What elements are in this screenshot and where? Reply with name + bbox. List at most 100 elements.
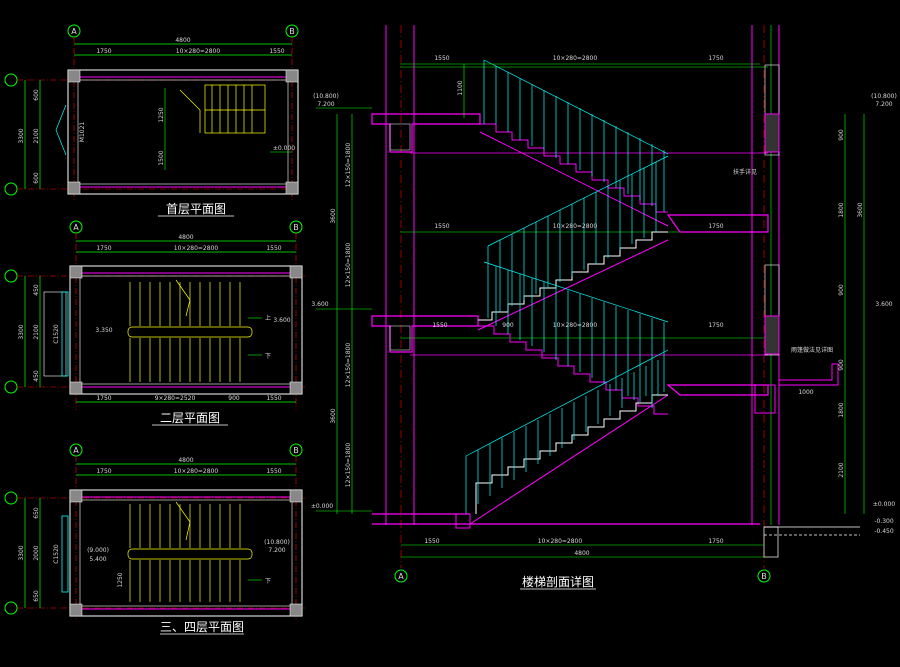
level-a: 3.350 bbox=[95, 327, 112, 334]
left-height-2: 12×150=1800 bbox=[345, 243, 352, 288]
level-b: (10.800) bbox=[264, 539, 290, 546]
right-height-2: 1800 bbox=[838, 202, 845, 217]
flight-dim-low-4: 1750 bbox=[708, 322, 723, 329]
flight-dim-mid-1: 1550 bbox=[434, 223, 449, 230]
axis-label-a: A bbox=[71, 27, 77, 36]
dim-seg-3: 1550 bbox=[266, 245, 281, 252]
dim-bot-4: 1550 bbox=[266, 395, 281, 402]
first-plan-title: 首层平面图 bbox=[166, 202, 226, 216]
window-label: C1520 bbox=[53, 324, 60, 344]
level-note: ±0.000 bbox=[273, 145, 295, 152]
level-b: 3.600 bbox=[273, 317, 290, 324]
left-total-bot: 3600 bbox=[330, 408, 337, 423]
axis-bubble-a bbox=[394, 569, 408, 583]
right-height-3: 900 bbox=[838, 284, 845, 296]
axis-bubble-1 bbox=[4, 491, 18, 505]
door-label: M1021 bbox=[79, 122, 86, 143]
axis-label-a: A bbox=[73, 446, 79, 455]
right-level-3: 3.600 bbox=[875, 301, 892, 308]
level-b2: 7.200 bbox=[268, 547, 285, 554]
dim-seg-1: 1750 bbox=[96, 245, 111, 252]
flight-dim-mid-3: 1750 bbox=[708, 223, 723, 230]
flight-dim-top-1: 1550 bbox=[434, 55, 449, 62]
right-height-6: 1800 bbox=[838, 402, 845, 417]
dim-left-1: 450 bbox=[33, 284, 40, 296]
second-floor-plan: A B 4800 1750 10×280=2800 1550 1750 9×28… bbox=[4, 220, 305, 426]
right-level-2: 7.200 bbox=[875, 101, 892, 108]
axis-label-b: B bbox=[761, 572, 767, 581]
dim-seg-1: 1750 bbox=[96, 48, 111, 55]
up-label: 上 bbox=[265, 314, 271, 322]
axis-bubble-1 bbox=[4, 269, 18, 283]
dim-left-1: 650 bbox=[33, 507, 40, 519]
level-left-mid: 3.600 bbox=[311, 301, 328, 308]
dim-left-3: 650 bbox=[33, 590, 40, 602]
flight-dim-top-2: 10×280=2800 bbox=[553, 55, 598, 62]
dim-left-3: 450 bbox=[33, 370, 40, 382]
window-lower bbox=[764, 264, 780, 356]
axis-label-a: A bbox=[398, 572, 404, 581]
dim-total: 4800 bbox=[175, 37, 190, 44]
right-level-1: (10.800) bbox=[871, 93, 897, 100]
right-level-5: -0.300 bbox=[874, 518, 894, 525]
axis-bubble-2 bbox=[4, 380, 18, 394]
stair-dim: 1250 bbox=[117, 572, 124, 587]
dim-bot-1: 1750 bbox=[96, 395, 111, 402]
right-height-4: 3600 bbox=[857, 202, 864, 217]
axis-bubble-b bbox=[757, 569, 771, 583]
bottom-total: 4800 bbox=[574, 550, 589, 557]
axis-label-a: A bbox=[73, 223, 79, 232]
dim-left-3: 600 bbox=[33, 172, 40, 184]
canopy-note: 雨篷做法见详图 bbox=[791, 346, 833, 354]
dim-seg-2: 10×280=2800 bbox=[174, 468, 219, 475]
right-level-4: ±0.000 bbox=[873, 501, 895, 508]
right-height-5: 900 bbox=[838, 359, 845, 371]
right-height-7: 2100 bbox=[838, 462, 845, 477]
axis-bubble-2 bbox=[4, 182, 18, 196]
left-height-3: 12×150=1800 bbox=[345, 343, 352, 388]
left-total-top: 3600 bbox=[330, 208, 337, 223]
dim-left-total: 3300 bbox=[18, 545, 25, 560]
stair-dim-1: 1250 bbox=[158, 107, 165, 122]
level-a: (9.000) bbox=[87, 547, 109, 554]
dim-left-1: 600 bbox=[33, 89, 40, 101]
right-height-1: 900 bbox=[838, 129, 845, 141]
left-height-4: 12×150=1800 bbox=[345, 443, 352, 488]
window-label: C1520 bbox=[53, 544, 60, 564]
axis-label-b: B bbox=[289, 27, 295, 36]
section-title: 楼梯剖面详图 bbox=[522, 574, 594, 589]
bottom-seg-1: 1550 bbox=[424, 538, 439, 545]
axis-bubble-2 bbox=[4, 601, 18, 615]
window-upper bbox=[764, 64, 780, 156]
dim-total: 4800 bbox=[178, 234, 193, 241]
dim-seg-1: 1750 bbox=[96, 468, 111, 475]
flight-dim-low-2: 900 bbox=[502, 322, 514, 329]
dim-seg-3: 1550 bbox=[266, 468, 281, 475]
dim-bot-3: 900 bbox=[228, 395, 240, 402]
second-plan-title: 二层平面图 bbox=[160, 411, 220, 425]
dim-left-total: 3300 bbox=[18, 128, 25, 143]
dim-seg-2: 10×280=2800 bbox=[176, 48, 221, 55]
third-fourth-floor-plan: A B 4800 1750 10×280=2800 1550 3300 650 … bbox=[4, 443, 305, 635]
bottom-seg-3: 1750 bbox=[708, 538, 723, 545]
first-floor-plan: A B 4800 1750 10×280=2800 1550 3300 600 … bbox=[4, 24, 300, 217]
level-left-bot: ±0.000 bbox=[311, 503, 333, 510]
dim-seg-2: 10×280=2800 bbox=[174, 245, 219, 252]
dim-left-2: 2100 bbox=[33, 128, 40, 143]
flight-dim-low-1: 1550 bbox=[432, 322, 447, 329]
level-a2: 5.400 bbox=[89, 556, 106, 563]
stair-section: A B bbox=[311, 25, 897, 590]
axis-bubble-1 bbox=[4, 73, 18, 87]
third-plan-title: 三、四层平面图 bbox=[160, 620, 244, 634]
level-left-top2: 7.200 bbox=[317, 101, 334, 108]
dim-total: 4800 bbox=[178, 457, 193, 464]
down-label: 下 bbox=[265, 353, 271, 360]
axis-label-b: B bbox=[293, 223, 299, 232]
flight-dim-top-3: 1750 bbox=[708, 55, 723, 62]
axis-label-b: B bbox=[293, 446, 299, 455]
dim-seg-3: 1550 bbox=[269, 48, 284, 55]
down-label: 下 bbox=[265, 578, 271, 585]
dim-left-total: 3300 bbox=[18, 324, 25, 339]
flight-dim-mid-2: 10×280=2800 bbox=[553, 223, 598, 230]
